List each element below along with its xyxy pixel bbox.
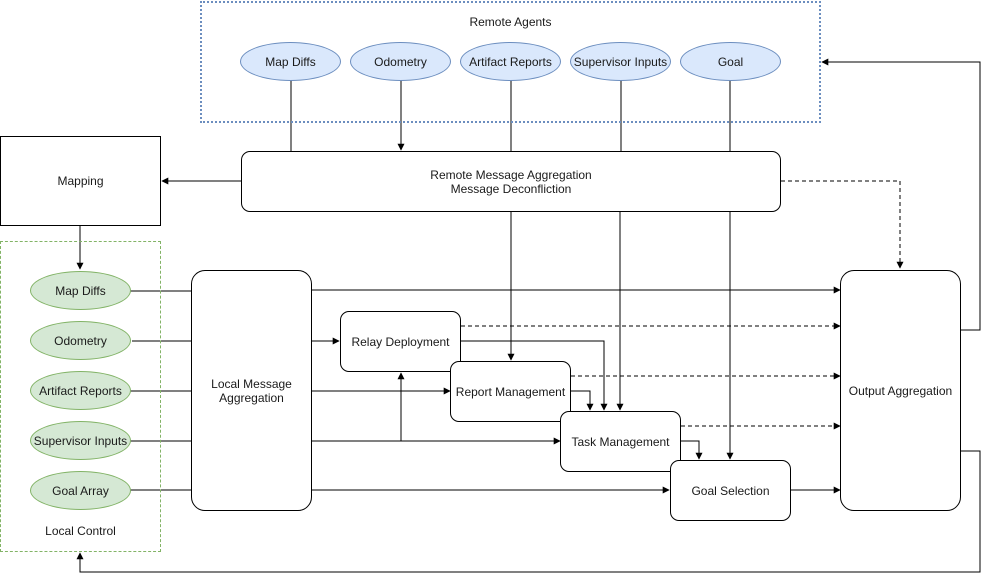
local-goal-array: Goal Array	[30, 471, 131, 510]
local-odometry: Odometry	[30, 321, 131, 360]
remote-map-diffs: Map Diffs	[240, 42, 341, 81]
remote-aggregation-line2: Message Deconfliction	[450, 181, 572, 196]
edge-output-to-local-control	[76, 450, 981, 573]
local-supervisor-inputs: Supervisor Inputs	[30, 421, 131, 460]
edge-remote-to-output-dashed	[781, 180, 904, 269]
remote-artifact-reports: Artifact Reports	[460, 42, 561, 81]
remote-agents-title: Remote Agents	[469, 15, 552, 29]
edge-task-to-goalsel	[681, 440, 703, 460]
local-aggregation-line1: Local Message	[211, 376, 292, 391]
edge-report-to-task	[571, 390, 594, 411]
remote-message-aggregation-box: Remote Message Aggregation Message Decon…	[241, 151, 781, 212]
output-aggregation-box: Output Aggregation	[840, 270, 961, 511]
local-artifact-reports: Artifact Reports	[30, 371, 131, 410]
goal-selection-box: Goal Selection	[670, 460, 791, 521]
local-control-title: Local Control	[45, 524, 116, 538]
edge-output-to-remote-agents	[821, 58, 981, 331]
edge-relay-to-task	[460, 340, 608, 411]
remote-odometry: Odometry	[350, 42, 451, 81]
task-management-box: Task Management	[560, 411, 681, 472]
remote-supervisor-inputs: Supervisor Inputs	[570, 42, 671, 81]
remote-goal: Goal	[680, 42, 781, 81]
local-control-group	[0, 241, 161, 552]
relay-deployment-box: Relay Deployment	[340, 311, 461, 372]
remote-aggregation-line1: Remote Message Aggregation	[430, 167, 592, 182]
local-message-aggregation-box: Local Message Aggregation	[191, 270, 312, 511]
local-aggregation-line2: Aggregation	[219, 390, 284, 405]
remote-agents-group	[200, 1, 821, 123]
mapping-box: Mapping	[0, 136, 161, 226]
report-management-box: Report Management	[450, 361, 571, 422]
local-map-diffs: Map Diffs	[30, 271, 131, 310]
